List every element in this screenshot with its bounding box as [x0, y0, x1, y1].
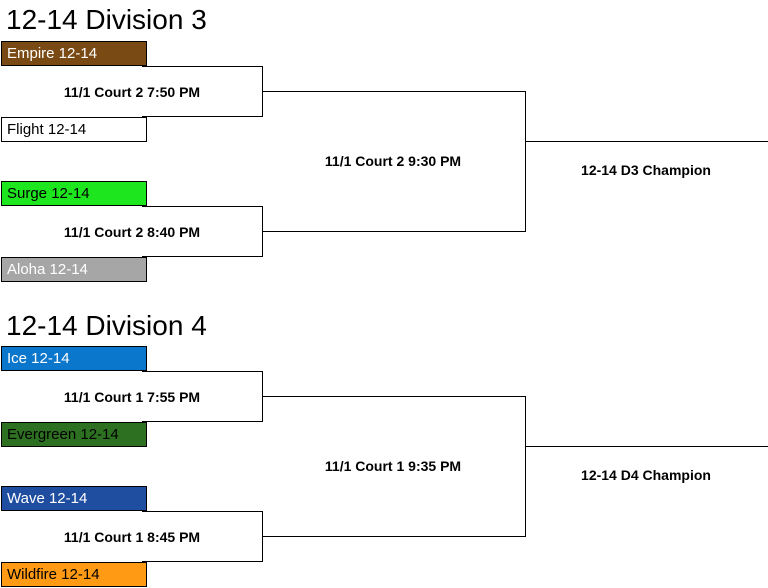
team-slot: Wave 12-14 [1, 486, 147, 511]
bracket-line [142, 511, 262, 512]
team-slot: Evergreen 12-14 [1, 422, 147, 447]
game-label: 11/1 Court 1 8:45 PM [63, 529, 201, 545]
bracket-line [525, 91, 526, 232]
team-slot: Ice 12-14 [1, 346, 147, 371]
bracket-title: 12-14 Division 3 [6, 4, 207, 35]
bracket-title: 12-14 Division 4 [6, 310, 207, 341]
final-game-label: 11/1 Court 1 9:35 PM [324, 458, 462, 474]
final-game-label: 11/1 Court 2 9:30 PM [324, 153, 462, 169]
bracket-line [262, 91, 525, 92]
bracket-line [142, 256, 263, 257]
champion-label: 12-14 D4 Champion [581, 467, 711, 483]
bracket-line [142, 371, 262, 372]
team-slot: Empire 12-14 [1, 41, 147, 66]
bracket-line [142, 561, 263, 562]
bracket-line [142, 116, 263, 117]
bracket-line [262, 536, 526, 537]
game-label: 11/1 Court 1 7:55 PM [63, 389, 201, 405]
bracket-line [525, 396, 526, 537]
bracket-line [262, 231, 526, 232]
bracket-line [142, 66, 262, 67]
team-slot: Wildfire 12-14 [1, 562, 147, 587]
bracket-line [142, 421, 263, 422]
game-label: 11/1 Court 2 7:50 PM [63, 84, 201, 100]
game-label: 11/1 Court 2 8:40 PM [63, 224, 201, 240]
team-slot: Surge 12-14 [1, 181, 147, 206]
team-slot: Flight 12-14 [1, 117, 147, 142]
champion-label: 12-14 D3 Champion [581, 162, 711, 178]
bracket-line [142, 206, 262, 207]
bracket-line [262, 396, 525, 397]
bracket-line [525, 446, 768, 447]
bracket-line [525, 141, 768, 142]
team-slot: Aloha 12-14 [1, 257, 147, 282]
